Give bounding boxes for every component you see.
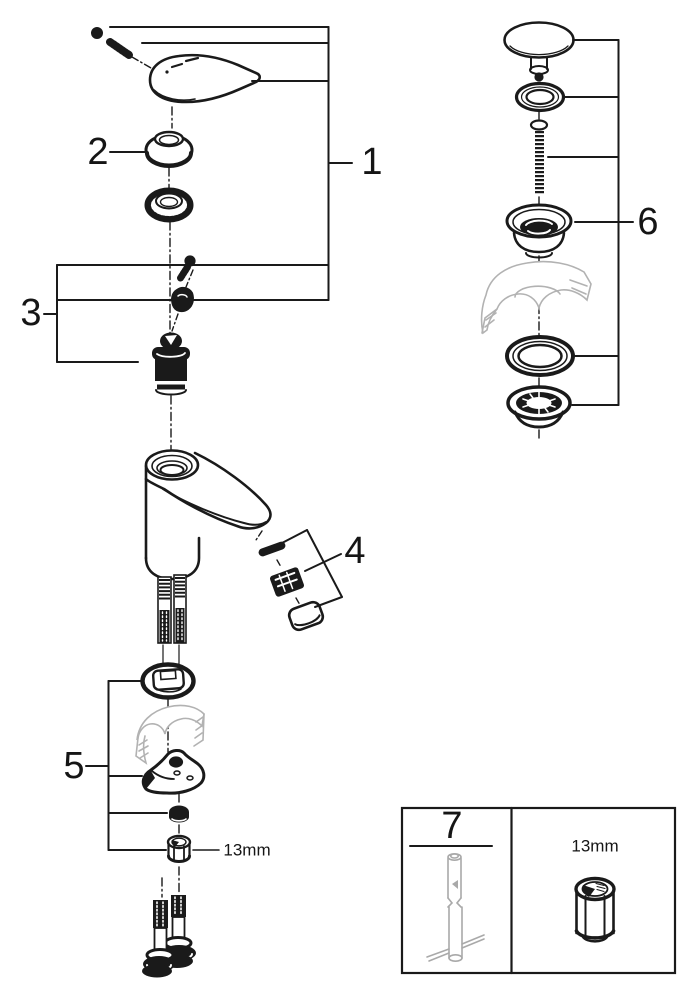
centerline <box>255 530 263 541</box>
aerator-housing <box>287 600 325 632</box>
drain-locknut <box>506 385 572 429</box>
sink-cross-section <box>135 704 205 765</box>
cartridge-nut-icon <box>171 286 194 332</box>
sink-cross-section-2 <box>480 260 592 335</box>
o-ring-plate <box>140 662 196 700</box>
aerator-insert <box>269 567 305 597</box>
wrench-size-label-box: 13mm <box>571 836 619 856</box>
callout-2: 2 <box>87 131 109 173</box>
callout-4: 4 <box>344 530 366 572</box>
mounting-horseshoe <box>141 749 206 795</box>
supply-hoses <box>142 895 196 978</box>
escutcheon-dome <box>109 130 194 168</box>
cartridge-screw-icon <box>177 255 196 288</box>
hex-adapter <box>166 834 220 863</box>
drain-flange <box>505 203 573 259</box>
callout-5: 5 <box>63 745 85 787</box>
callout-7: 7 <box>441 805 463 847</box>
socket-wrench-tool-icon <box>426 852 485 962</box>
mounting-nut <box>169 805 189 823</box>
drain-seal-ring-2 <box>505 335 575 377</box>
callout-3: 3 <box>20 292 42 334</box>
hex-adapter-13mm-icon <box>574 876 616 943</box>
callout-1-bracket <box>109 26 353 301</box>
wrench-size-label: 13mm <box>223 840 271 860</box>
callout-6: 6 <box>637 201 659 243</box>
drain-screw <box>529 119 549 195</box>
faucet-body <box>144 449 272 581</box>
drain-seal-ring <box>514 81 566 113</box>
centerline <box>276 559 282 568</box>
faucet-handle <box>148 53 262 104</box>
cartridge <box>152 332 190 396</box>
supply-studs <box>157 574 187 667</box>
callout-4-bracket <box>281 529 343 608</box>
callout-6-bracket <box>547 39 634 406</box>
handle-screw-icon <box>91 27 152 69</box>
drain-plug-cap <box>503 21 575 82</box>
callout-5-bracket <box>85 680 168 851</box>
centerline <box>295 597 301 606</box>
callout-1: 1 <box>361 141 383 183</box>
mounting-ring <box>144 187 194 223</box>
aerator-seal <box>258 541 286 557</box>
